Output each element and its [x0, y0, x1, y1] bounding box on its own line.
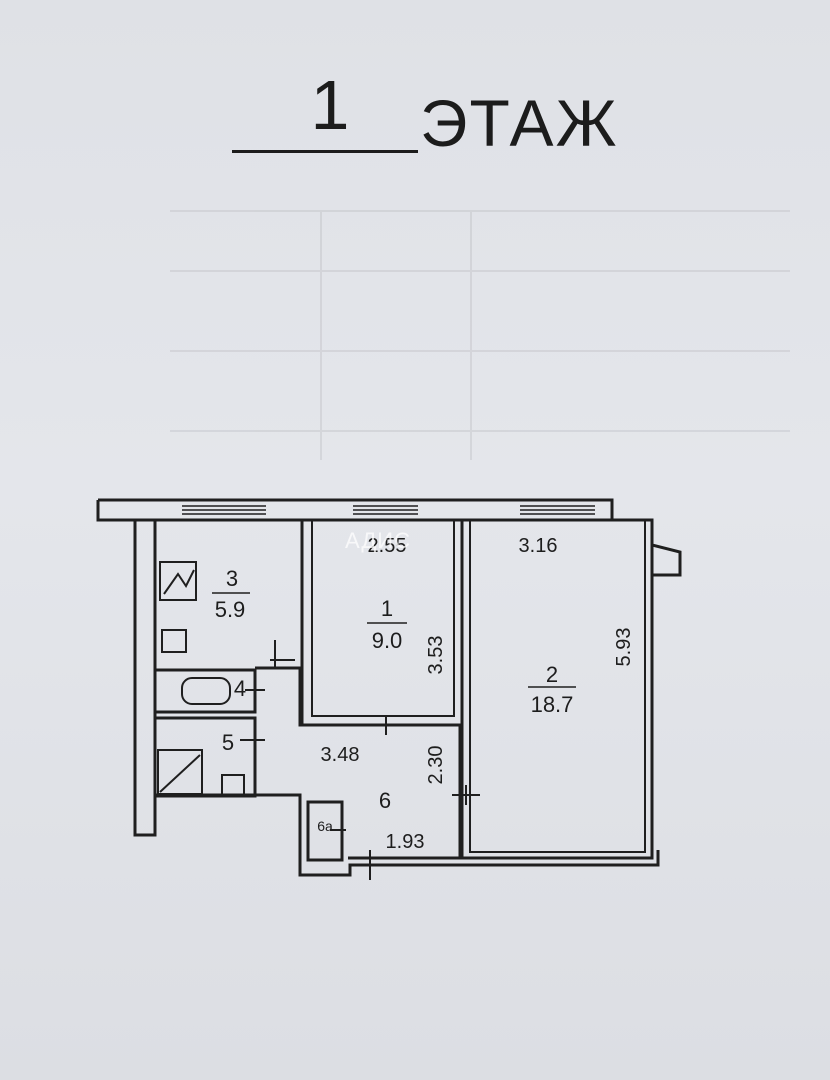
- floor-word: ЭТАЖ: [420, 86, 619, 160]
- room-3-number: 3: [226, 566, 238, 591]
- room-5-number: 5: [222, 730, 234, 755]
- exterior-wall-left: [133, 520, 660, 877]
- room-6-number: 6: [379, 788, 391, 813]
- dimension-hall-width: 1.93: [386, 831, 425, 853]
- room-2-area: 18.7: [531, 692, 574, 717]
- faded-background-table: [170, 210, 790, 460]
- balcony-notch: [650, 520, 682, 852]
- dimension-room-1-depth: 3.53: [425, 636, 447, 675]
- dimension-hall-depth: 2.30: [425, 746, 447, 785]
- door-marks: [240, 640, 480, 880]
- room-6-outline: [255, 666, 462, 860]
- floor-number-underline: [232, 150, 418, 153]
- floor-number: 1: [310, 66, 350, 144]
- room-1-area: 9.0: [372, 628, 403, 653]
- dimension-room-1-width: 2.55: [368, 535, 407, 557]
- dimension-room-2-width: 3.16: [519, 535, 558, 557]
- room-4-number: 4: [234, 676, 246, 701]
- room-3-area: 5.9: [215, 597, 246, 622]
- floor-plan: 3 5.9 1 9.0 2 18.7 4 5 6 6а 2.55 3.16 3.…: [96, 498, 682, 880]
- room-5-outline: [153, 716, 257, 798]
- dimension-room-2-depth: 5.93: [613, 628, 635, 667]
- room-1-number: 1: [381, 596, 393, 621]
- room-6a-number: 6а: [317, 818, 333, 834]
- dimension-hall-length: 3.48: [321, 744, 360, 766]
- window: [182, 505, 595, 515]
- room-2-number: 2: [546, 662, 558, 687]
- watermark: АДИС: [345, 528, 412, 553]
- sink-fixture: [159, 561, 197, 601]
- toilet-fixture: [181, 677, 231, 705]
- shower-fixture: [157, 749, 203, 795]
- room-2-outline: [460, 518, 654, 860]
